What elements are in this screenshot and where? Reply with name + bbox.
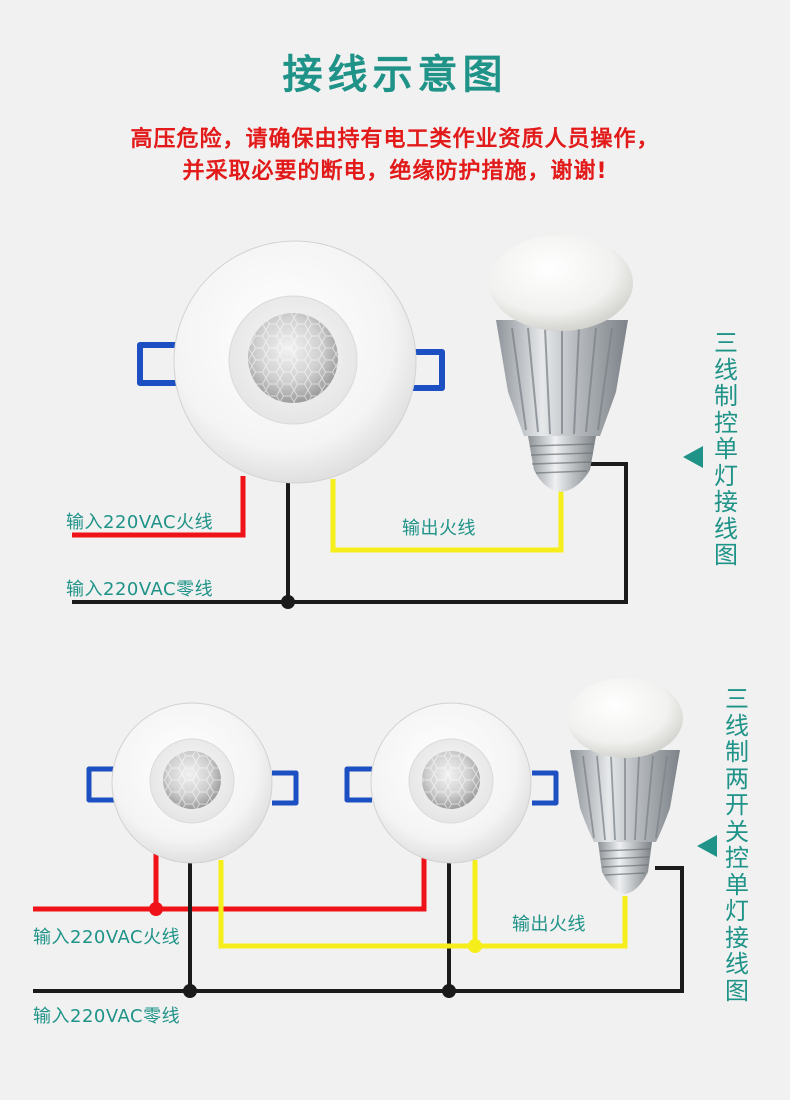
junction-dot (442, 984, 456, 998)
spring-clip-right (272, 770, 299, 806)
bulb-globe (489, 235, 633, 331)
label-neutral-input: 输入220VAC零线 (66, 579, 214, 600)
junction-dot (149, 902, 163, 916)
label-live-output: 输出火线 (402, 518, 476, 539)
label-live-output: 输出火线 (512, 914, 586, 935)
label-neutral-input: 输入220VAC零线 (33, 1006, 181, 1027)
bulb-base (598, 842, 652, 894)
neutral-input-wire (72, 462, 628, 604)
neutral-input-wire (33, 866, 684, 993)
pir-sensor-1 (86, 702, 299, 864)
spring-clip-left (86, 766, 114, 803)
bulb-base (528, 436, 596, 492)
live-output-wire (218, 860, 628, 949)
diagram-2 (33, 678, 684, 998)
junction-dot (183, 984, 197, 998)
label-live-input: 输入220VAC火线 (33, 927, 181, 948)
light-bulb (489, 235, 633, 492)
warning-line-2: 并采取必要的断电，绝缘防护措施，谢谢! (182, 159, 608, 184)
spring-clip-right (410, 349, 445, 391)
bulb-globe (567, 678, 683, 758)
live-input-wire (72, 476, 246, 538)
junction-dot (468, 939, 482, 953)
light-bulb (567, 678, 683, 894)
page-title: 接线示意图 (282, 52, 508, 98)
spring-clip-left (344, 766, 372, 803)
diagram-1 (72, 235, 633, 609)
spring-clip-right (532, 770, 559, 806)
warning-line-1: 高压危险，请确保由持有电工类作业资质人员操作， (130, 127, 660, 152)
diagram-1-side-label: 三线制控单灯接线图 (714, 329, 738, 569)
live-output-wire (330, 479, 564, 553)
live-input-wire (33, 852, 427, 912)
label-live-input: 输入220VAC火线 (66, 512, 214, 533)
pir-sensor (137, 240, 445, 484)
pointer-arrow-icon (683, 446, 703, 468)
junction-dot (281, 595, 295, 609)
pointer-arrow-icon (697, 835, 717, 857)
diagram-2-side-label: 三线制两开关控单灯接线图 (725, 685, 749, 1005)
pir-sensor-2 (344, 702, 559, 864)
spring-clip-left (137, 342, 176, 386)
